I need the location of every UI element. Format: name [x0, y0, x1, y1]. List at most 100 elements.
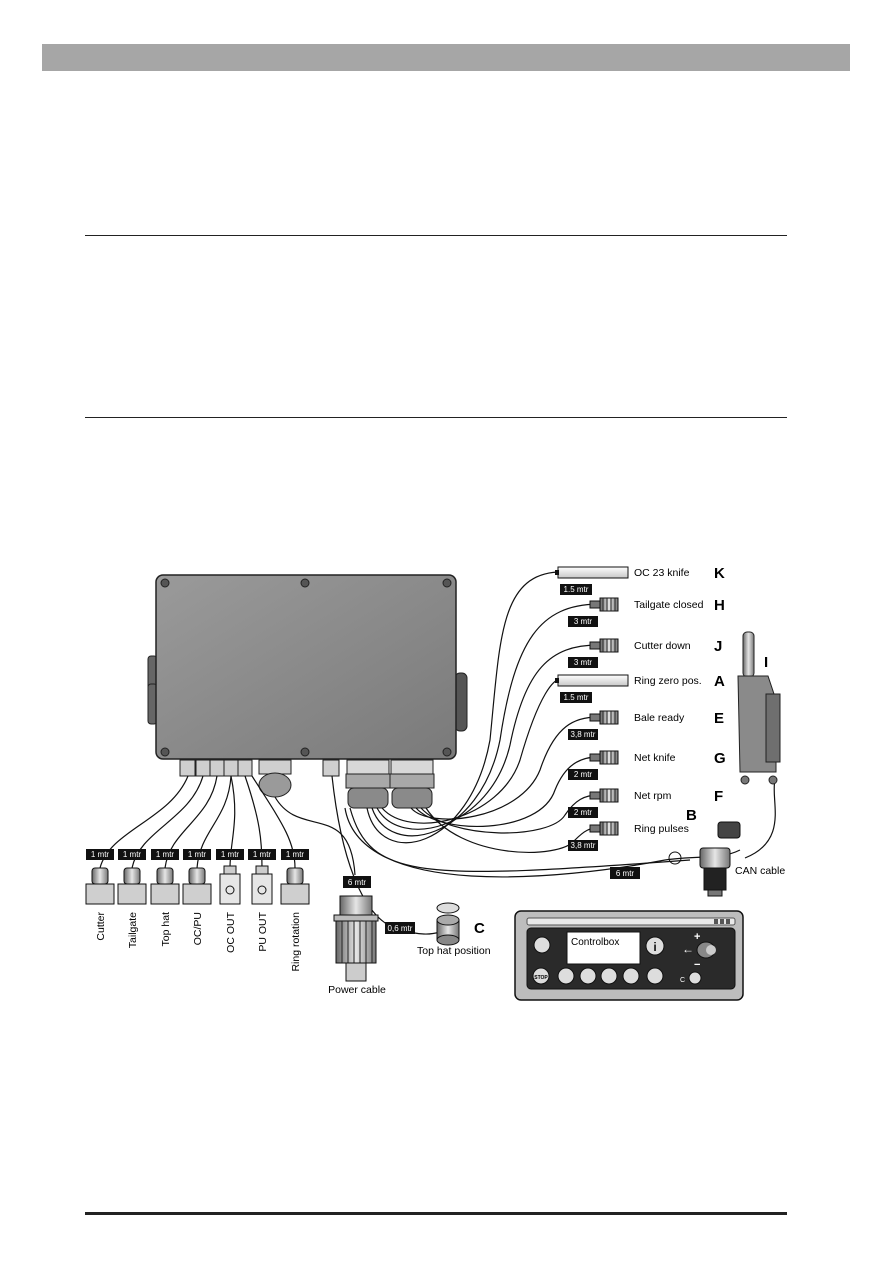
sensor-label: Bale ready — [634, 712, 685, 724]
can-length: 6 mtr — [616, 869, 635, 878]
output-length: 1 mtr — [221, 850, 240, 859]
sensor-bar — [557, 674, 629, 687]
output-length-tag — [118, 849, 146, 860]
controlbox-auto-button[interactable] — [533, 936, 551, 954]
sensor-E: 3,8 mtr Bale ready E — [568, 710, 724, 740]
sensor-letter: G — [714, 750, 726, 767]
sensor-body — [599, 750, 619, 765]
output-connector — [280, 883, 310, 905]
sensor-letter: F — [714, 788, 723, 805]
output-length: 1 mtr — [123, 850, 142, 859]
sensor-G: 2 mtr Net knife G — [568, 750, 726, 780]
page-header-bar — [42, 44, 850, 71]
power-length-tag — [343, 876, 371, 888]
sensor-label: Tailgate closed — [634, 599, 704, 611]
sensor-length: 2 mtr — [574, 808, 593, 817]
sensor-length: 1.5 mtr — [564, 585, 589, 594]
can-connector: 6 mtr CAN cable — [610, 821, 785, 897]
sensor-label: Ring pulses — [634, 823, 689, 835]
sensor-length-tag — [568, 657, 598, 668]
sensor-letter: E — [714, 710, 724, 727]
controlbox-info-button[interactable] — [645, 936, 665, 956]
sensor-length: 2 mtr — [574, 770, 593, 779]
controlbox-plus: + — [694, 931, 700, 943]
sensor-length-tag — [568, 769, 598, 780]
output-connector — [117, 883, 147, 905]
sensor-label: OC 23 knife — [634, 567, 690, 579]
output-connector — [182, 883, 212, 905]
sensor-length-tag — [560, 692, 592, 703]
sensor-letter: A — [714, 673, 725, 690]
controlbox-c-button[interactable] — [688, 971, 702, 985]
sensor-length: 3,8 mtr — [571, 730, 596, 739]
controlbox-navigate-button[interactable] — [646, 967, 664, 985]
sensor-label: Net knife — [634, 752, 676, 764]
sensor-body — [599, 788, 619, 803]
output-connector — [251, 873, 273, 905]
output-length-tag — [248, 849, 276, 860]
output-label: Cutter — [95, 911, 107, 940]
top-hat-sensor: 0,6 mtr C Top hat position — [385, 902, 491, 957]
controlbox-key-1[interactable] — [557, 967, 575, 985]
output-length: 1 mtr — [91, 850, 110, 859]
sensor-length-tag — [568, 729, 598, 740]
controlbox-key-2[interactable] — [579, 967, 597, 985]
controlbox-display — [566, 931, 641, 965]
power-length: 6 mtr — [348, 878, 367, 887]
output-length: 1 mtr — [286, 850, 305, 859]
output-label: OC/PU — [192, 912, 204, 945]
output-label: Ring rotation — [290, 912, 302, 972]
output-length: 1 mtr — [156, 850, 175, 859]
controlbox-key-3[interactable] — [600, 967, 618, 985]
sensor-H: 3 mtr Tailgate closed H — [568, 597, 725, 627]
output-connector — [219, 873, 241, 905]
output-connector — [85, 883, 115, 905]
sensor-label: Cutter down — [634, 640, 691, 652]
controlbox-c: C — [680, 977, 685, 984]
controlbox-display-text: Controlbox — [571, 937, 619, 948]
sensor-label: Ring zero pos. — [634, 675, 702, 687]
output-length-tag — [216, 849, 244, 860]
top-hat-length: 0,6 mtr — [388, 924, 413, 933]
sensor-length-tag — [568, 840, 598, 851]
output-length-tag — [151, 849, 179, 860]
controlbox-minus: − — [694, 959, 700, 971]
top-hat-label: Top hat position — [417, 945, 491, 957]
sensor-length: 3,8 mtr — [571, 841, 596, 850]
controlbox-key-4[interactable] — [622, 967, 640, 985]
top-hat-letter: C — [474, 920, 485, 937]
sensor-letter: B — [686, 807, 697, 824]
section-divider-2 — [85, 417, 787, 418]
arrow-left-icon: ← — [682, 942, 694, 956]
junction-box — [147, 574, 468, 809]
output-length-tag — [86, 849, 114, 860]
sensor-body — [599, 638, 619, 653]
sensor-length: 3 mtr — [574, 617, 593, 626]
sensor-length-tag — [560, 584, 592, 595]
top-hat-length-tag — [385, 922, 415, 934]
output-label: Tailgate — [127, 912, 139, 948]
controlbox-stop-button[interactable] — [532, 967, 550, 985]
output-length-tag — [281, 849, 309, 860]
sensor-label: Net rpm — [634, 790, 672, 802]
output-label: Top hat — [160, 912, 172, 947]
controlbox-stop-text: STOP — [534, 975, 548, 981]
actuator: I — [737, 631, 781, 785]
output-length: 1 mtr — [188, 850, 207, 859]
footer-rule — [85, 1212, 787, 1215]
sensor-length-tag — [568, 807, 598, 818]
sensor-bar — [557, 566, 629, 579]
controlbox: Controlbox STOP i + − C ← — [514, 910, 744, 1001]
sensor-letter: H — [714, 597, 725, 614]
sensor-length: 3 mtr — [574, 658, 593, 667]
output-length-tag — [183, 849, 211, 860]
can-label: CAN cable — [735, 865, 785, 877]
